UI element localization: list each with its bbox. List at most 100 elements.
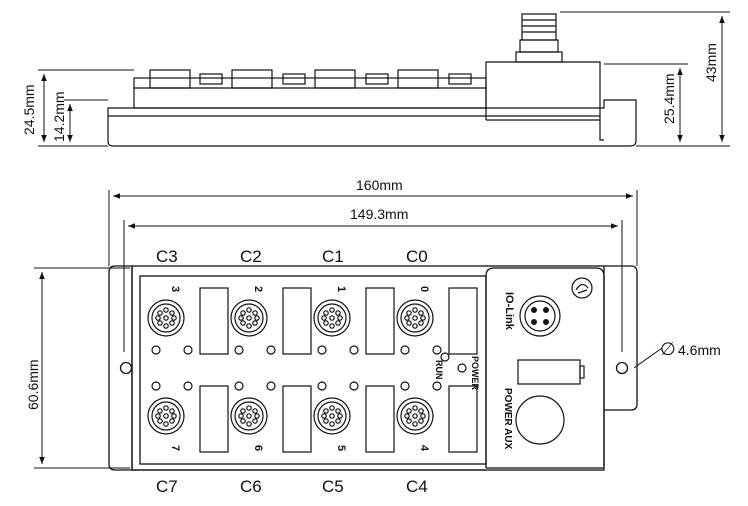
port-pin	[240, 418, 246, 424]
port-led	[151, 345, 161, 355]
port-number-6: 6	[252, 445, 264, 451]
io-link-label: IO-Link	[503, 292, 515, 331]
port-pin	[412, 421, 418, 427]
dim-160: 160mm	[356, 177, 403, 193]
head-module	[485, 267, 605, 468]
port-pin	[157, 418, 163, 424]
port-pin	[321, 413, 327, 419]
port-connector-outer	[230, 397, 268, 435]
port-pin	[321, 315, 327, 321]
port-led	[183, 381, 193, 391]
port-connector-inner	[317, 303, 347, 333]
side-dimensions	[38, 11, 730, 147]
port-pin	[171, 413, 177, 419]
port-label-window	[448, 385, 478, 453]
port-pin	[157, 310, 163, 316]
port-number-5: 5	[335, 445, 347, 451]
dim-4-6: 4.6mm	[678, 342, 721, 358]
port-pin	[252, 408, 258, 414]
power-aux-label: POWER AUX	[502, 388, 513, 450]
dim-25-4: 25.4mm	[661, 73, 677, 124]
port-pin	[329, 307, 335, 313]
run-label: RUN	[434, 360, 444, 380]
port-pin	[420, 413, 426, 419]
port-connector-outer	[230, 299, 268, 337]
port-number-3: 3	[169, 286, 181, 292]
port-pin	[246, 307, 252, 313]
port-pin	[335, 418, 341, 424]
port-number-0: 0	[418, 286, 430, 292]
port-label-window	[199, 287, 229, 355]
port-pin	[404, 413, 410, 419]
port-pin	[169, 320, 175, 326]
port-pin	[329, 413, 335, 419]
port-pin	[163, 315, 169, 321]
dim-24-5: 24.5mm	[21, 84, 37, 135]
dim-149-3: 149.3mm	[350, 206, 408, 222]
port-pin	[335, 310, 341, 316]
led-power	[457, 363, 467, 373]
port-pin	[240, 310, 246, 316]
io-link-logo-icon	[571, 277, 593, 299]
port-label-window	[199, 385, 229, 453]
channel-label-c2: C2	[240, 247, 262, 266]
port-label-window	[365, 287, 395, 355]
port-pin	[337, 315, 343, 321]
port-pin	[418, 320, 424, 326]
port-led	[349, 345, 359, 355]
port-pin	[157, 320, 163, 326]
side-view	[107, 13, 637, 147]
side-connector-studs	[149, 69, 472, 89]
dim-60-6: 60.6mm	[25, 359, 41, 410]
port-pin	[240, 408, 246, 414]
mounting-hole-left	[119, 361, 133, 375]
port-connector-outer	[147, 397, 185, 435]
port-connector-outer	[147, 299, 185, 337]
channel-label-c1: C1	[322, 247, 344, 266]
top-dimensions	[34, 190, 663, 469]
port-led	[432, 345, 442, 355]
port-pin	[163, 413, 169, 419]
side-m12-connector	[515, 13, 563, 63]
port-pin	[246, 315, 252, 321]
port-connector-outer	[396, 299, 434, 337]
port-pin	[252, 310, 258, 316]
channel-label-c6: C6	[240, 477, 262, 496]
port-pin	[169, 408, 175, 414]
port-label-window	[282, 287, 312, 355]
port-connector-inner	[400, 303, 430, 333]
port-led	[349, 381, 359, 391]
port-pin	[171, 315, 177, 321]
channel-label-c7: C7	[156, 477, 178, 496]
port-pin	[420, 315, 426, 321]
port-pin	[246, 405, 252, 411]
port-number-1: 1	[335, 286, 347, 292]
port-pin	[163, 405, 169, 411]
port-led	[317, 345, 327, 355]
channel-label-c3: C3	[156, 247, 178, 266]
port-pin	[254, 315, 260, 321]
port-led	[400, 381, 410, 391]
port-pin	[238, 413, 244, 419]
port-pin	[163, 323, 169, 329]
port-pin	[412, 413, 418, 419]
side-module-body	[133, 77, 487, 109]
port-pin	[329, 405, 335, 411]
port-connector-outer	[396, 397, 434, 435]
dim-14-2: 14.2mm	[51, 91, 67, 142]
port-pin	[329, 421, 335, 427]
port-pin	[169, 310, 175, 316]
port-pin	[412, 307, 418, 313]
port-pin	[169, 418, 175, 424]
mounting-hole-right	[615, 361, 629, 375]
port-led	[151, 381, 161, 391]
port-led	[432, 381, 442, 391]
port-number-7: 7	[169, 445, 181, 451]
ports-group	[147, 287, 478, 453]
led-run	[440, 352, 450, 362]
side-base-plate	[107, 99, 637, 147]
port-pin	[412, 323, 418, 329]
head-details	[440, 277, 593, 445]
